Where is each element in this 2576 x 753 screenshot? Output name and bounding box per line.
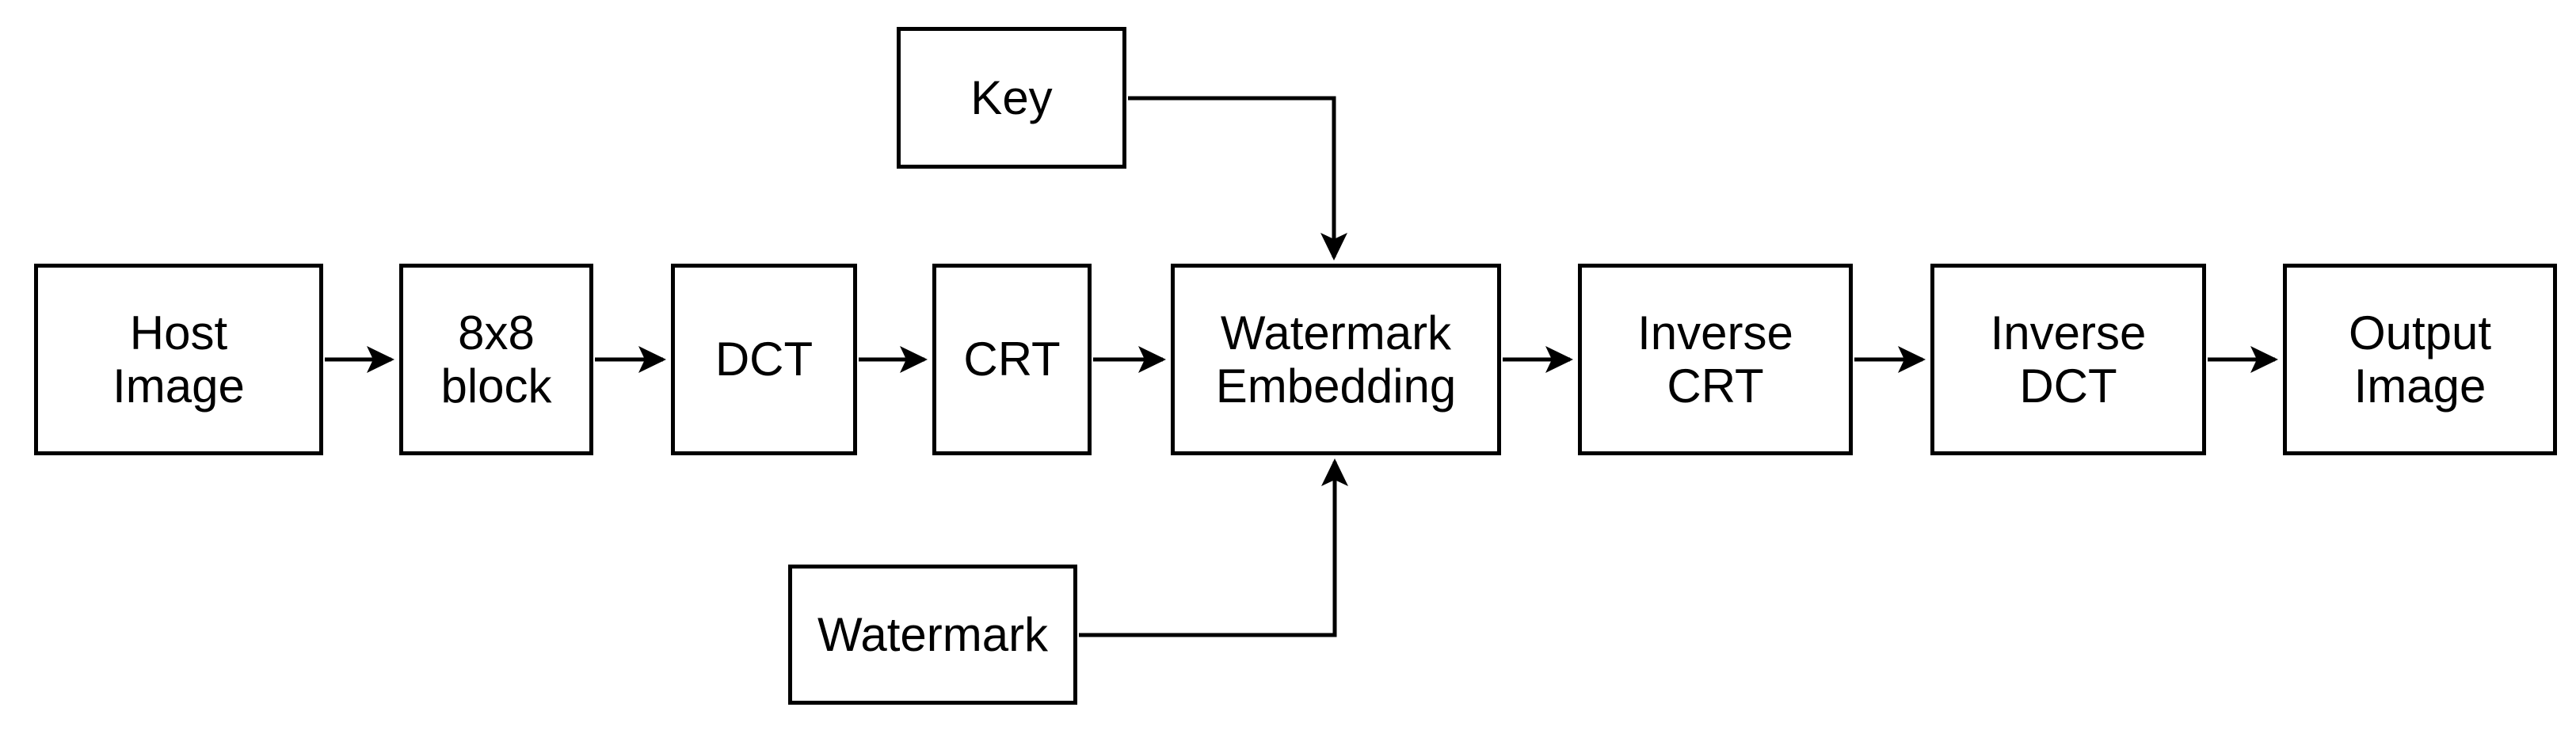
node-watermark[interactable]: Watermark xyxy=(788,565,1077,705)
node-host-image[interactable]: Host Image xyxy=(34,264,323,455)
node-host-image-label: Host Image xyxy=(112,306,245,413)
node-watermark-label: Watermark xyxy=(817,607,1049,661)
connector-key-to-watermark-embedding xyxy=(1128,96,1347,261)
node-crt-label: CRT xyxy=(963,333,1061,386)
node-dct-label: DCT xyxy=(714,333,814,386)
node-inverse-crt-label: Inverse CRT xyxy=(1637,306,1793,413)
node-inverse-dct[interactable]: Inverse DCT xyxy=(1930,264,2206,455)
node-inverse-crt[interactable]: Inverse CRT xyxy=(1578,264,1853,455)
node-watermark-embedding[interactable]: Watermark Embedding xyxy=(1171,264,1501,455)
node-watermark-embedding-label: Watermark Embedding xyxy=(1215,306,1457,413)
node-output-image[interactable]: Output Image xyxy=(2283,264,2557,455)
node-key-label: Key xyxy=(970,70,1053,124)
node-crt[interactable]: CRT xyxy=(932,264,1092,455)
node-inverse-dct-label: Inverse DCT xyxy=(1990,306,2147,413)
node-8x8-block[interactable]: 8x8 block xyxy=(399,264,593,455)
connector-watermark-to-watermark-embedding xyxy=(1079,458,1348,637)
node-output-image-label: Output Image xyxy=(2348,306,2492,413)
node-key[interactable]: Key xyxy=(897,27,1126,169)
node-8x8-block-label: 8x8 block xyxy=(440,306,552,413)
node-dct[interactable]: DCT xyxy=(671,264,857,455)
